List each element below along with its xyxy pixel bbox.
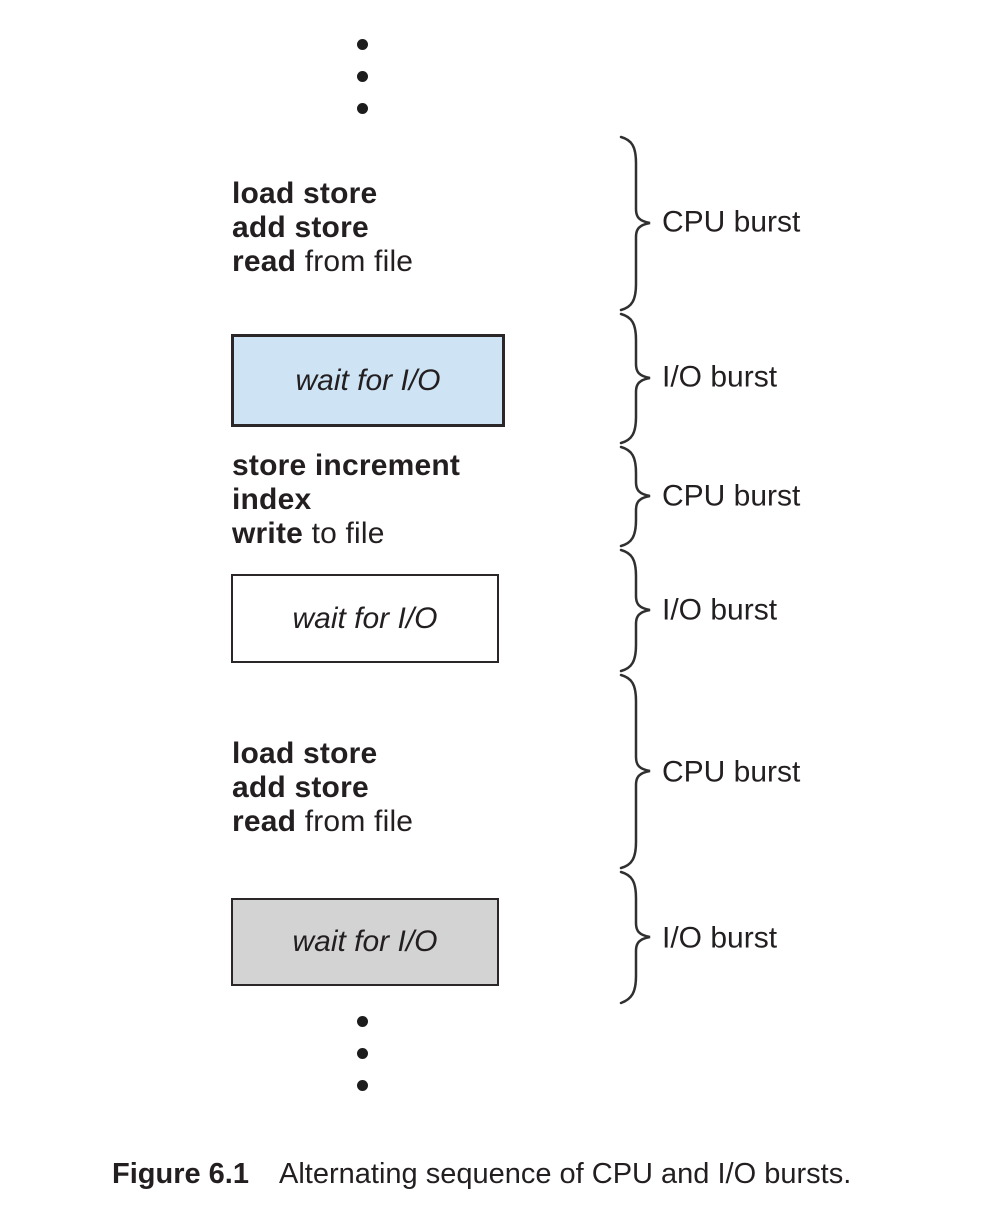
curly-brace-io-burst-3: [619, 870, 651, 1005]
cpu-code-block-2: store increment index write to file: [232, 449, 460, 551]
ellipsis-dot: [357, 39, 368, 50]
code-bold-text: add store: [232, 211, 369, 244]
curly-brace-io-burst-2: [619, 548, 651, 673]
figure-caption-text: Alternating sequence of CPU and I/O burs…: [279, 1158, 852, 1190]
code-line: load store: [232, 177, 413, 211]
code-bold-text: index: [232, 483, 312, 516]
code-line: index: [232, 483, 460, 517]
curly-brace-cpu-burst-1: [619, 135, 651, 312]
burst-label-cpu-2: CPU burst: [662, 479, 801, 513]
code-bold-text: write: [232, 517, 304, 550]
burst-label-io-2: I/O burst: [662, 593, 778, 627]
code-line: write to file: [232, 517, 460, 551]
code-bold-text: add store: [232, 771, 369, 804]
ellipsis-dot: [357, 1048, 368, 1059]
burst-label-io-1: I/O burst: [662, 360, 778, 394]
code-line: add store: [232, 211, 413, 245]
code-regular-text: to file: [303, 517, 385, 550]
burst-label-io-3: I/O burst: [662, 921, 778, 955]
burst-label-cpu-3: CPU burst: [662, 755, 801, 789]
figure-caption: Figure 6.1 Alternating sequence of CPU an…: [112, 1158, 851, 1191]
code-line: store increment: [232, 449, 460, 483]
curly-brace-io-burst-1: [619, 312, 651, 445]
ellipsis-top: [357, 39, 368, 114]
cpu-code-block-1: load store add store read from file: [232, 177, 413, 279]
code-line: load store: [232, 737, 413, 771]
ellipsis-bottom: [357, 1016, 368, 1091]
io-wait-label: wait for I/O: [292, 601, 438, 635]
code-regular-text: from file: [296, 245, 414, 278]
io-wait-label: wait for I/O: [295, 363, 441, 397]
ellipsis-dot: [357, 1080, 368, 1091]
ellipsis-dot: [357, 71, 368, 82]
code-bold-text: load store: [232, 177, 378, 210]
code-bold-text: store increment: [232, 449, 461, 482]
curly-brace-cpu-burst-3: [619, 673, 651, 870]
code-bold-text: read: [232, 245, 297, 278]
io-wait-box-blue: wait for I/O: [231, 334, 505, 427]
code-regular-text: from file: [296, 805, 414, 838]
code-bold-text: read: [232, 805, 297, 838]
ellipsis-dot: [357, 1016, 368, 1027]
io-wait-label: wait for I/O: [292, 925, 438, 958]
burst-label-cpu-1: CPU burst: [662, 205, 801, 239]
curly-brace-cpu-burst-2: [619, 445, 651, 548]
code-line: add store: [232, 771, 413, 805]
ellipsis-dot: [357, 103, 368, 114]
code-line: read from file: [232, 805, 413, 839]
figure-caption-number: Figure 6.1: [112, 1158, 249, 1190]
cpu-code-block-3: load store add store read from file: [232, 737, 413, 839]
io-wait-box-gray: wait for I/O: [231, 898, 499, 986]
io-wait-box-white: wait for I/O: [231, 574, 499, 663]
code-bold-text: load store: [232, 737, 378, 770]
code-line: read from file: [232, 245, 413, 279]
